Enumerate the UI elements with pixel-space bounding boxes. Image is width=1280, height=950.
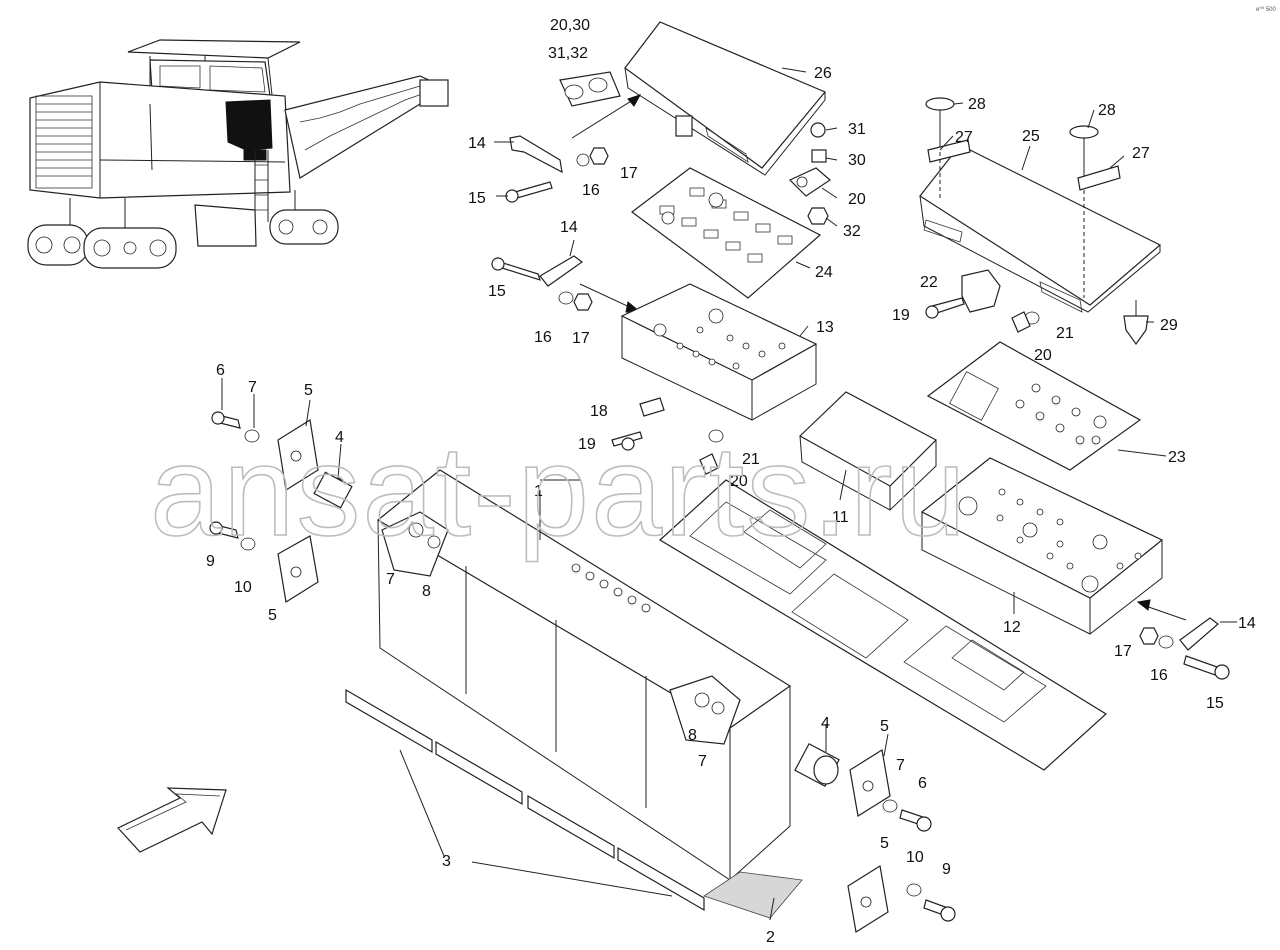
callout-8: 8 [422,583,431,600]
callout-21: 21 [1056,325,1074,342]
callout-28: 28 [968,96,986,113]
control-panel-24 [630,167,822,299]
callout-10: 10 [234,579,252,596]
callout-20-30: 20,30 [550,17,590,34]
callout-27: 27 [955,129,973,146]
callout-31-32: 31,32 [548,45,588,62]
main-cabinet-1 [376,469,803,919]
callout-17: 17 [620,165,638,182]
callout-32: 32 [843,223,861,240]
callout-20-b: 20 [1034,347,1052,364]
callout-10-b: 10 [906,849,924,866]
callout-13: 13 [816,319,834,336]
terminal-strips-3 [345,688,705,912]
machine-illustration [27,39,449,269]
callout-6-b: 6 [918,775,927,792]
left-mounts [209,411,353,603]
box-13 [620,283,818,421]
callout-14-c: 14 [1238,615,1256,632]
callout-5-c: 5 [880,718,889,735]
callout-9: 9 [206,553,215,570]
callout-19: 19 [892,307,910,324]
control-panel-23 [926,341,1142,471]
callout-7-c: 7 [698,753,707,770]
callout-7-b: 7 [386,571,395,588]
right-mounts [794,742,956,933]
box-11 [798,391,937,511]
callout-14: 14 [468,135,486,152]
callout-9-b: 9 [942,861,951,878]
callout-7-d: 7 [896,757,905,774]
callout-4: 4 [335,429,344,446]
callout-15-b: 15 [488,283,506,300]
callout-2: 2 [766,929,775,946]
callout-20-c: 20 [730,473,748,490]
callout-19-b: 19 [578,436,596,453]
callout-15-c: 15 [1206,695,1224,712]
cover-26-group [505,21,831,225]
callout-17-b: 17 [572,330,590,347]
callout-25: 25 [1022,128,1040,145]
callout-18: 18 [590,403,608,420]
callout-31: 31 [848,121,866,138]
callout-5: 5 [304,382,313,399]
handle-14-c-group [1136,599,1230,680]
callout-4-b: 4 [821,715,830,732]
callout-29: 29 [1160,317,1178,334]
callout-6: 6 [216,362,225,379]
callout-12: 12 [1003,619,1021,636]
callout-27-b: 27 [1132,145,1150,162]
callout-11: 11 [832,509,849,526]
callout-24: 24 [815,264,833,281]
callout-3: 3 [442,853,451,870]
watermark-text: ansat-parts.ru [150,420,968,563]
callout-22: 22 [920,274,938,291]
dashboard-plate [658,479,1107,771]
callout-21-b: 21 [742,451,760,468]
callout-20: 20 [848,191,866,208]
callout-16-c: 16 [1150,667,1168,684]
box-12 [920,457,1164,635]
callout-7: 7 [248,379,257,396]
callout-26: 26 [814,65,832,82]
callout-labels: 20,30 31,32 26 14 31 30 20 32 17 16 15 2… [206,17,1256,946]
fasteners-18-21 [611,397,724,475]
direction-arrow-icon [117,787,227,853]
callout-16: 16 [582,182,600,199]
callout-1: 1 [534,483,543,500]
callout-5-d: 5 [880,835,889,852]
callout-17-c: 17 [1114,643,1132,660]
corner-code: e⁰⁰ 500 [1256,6,1276,13]
handle-14-b-group [491,255,642,313]
callout-5-b: 5 [268,607,277,624]
callout-15: 15 [468,190,486,207]
callout-14-b: 14 [560,219,578,236]
leader-lines [221,67,1237,921]
callout-30: 30 [848,152,866,169]
callout-28-b: 28 [1098,102,1116,119]
callout-8-b: 8 [688,727,697,744]
callout-23: 23 [1168,449,1186,466]
cover-25-group [919,97,1162,346]
callout-16-b: 16 [534,329,552,346]
